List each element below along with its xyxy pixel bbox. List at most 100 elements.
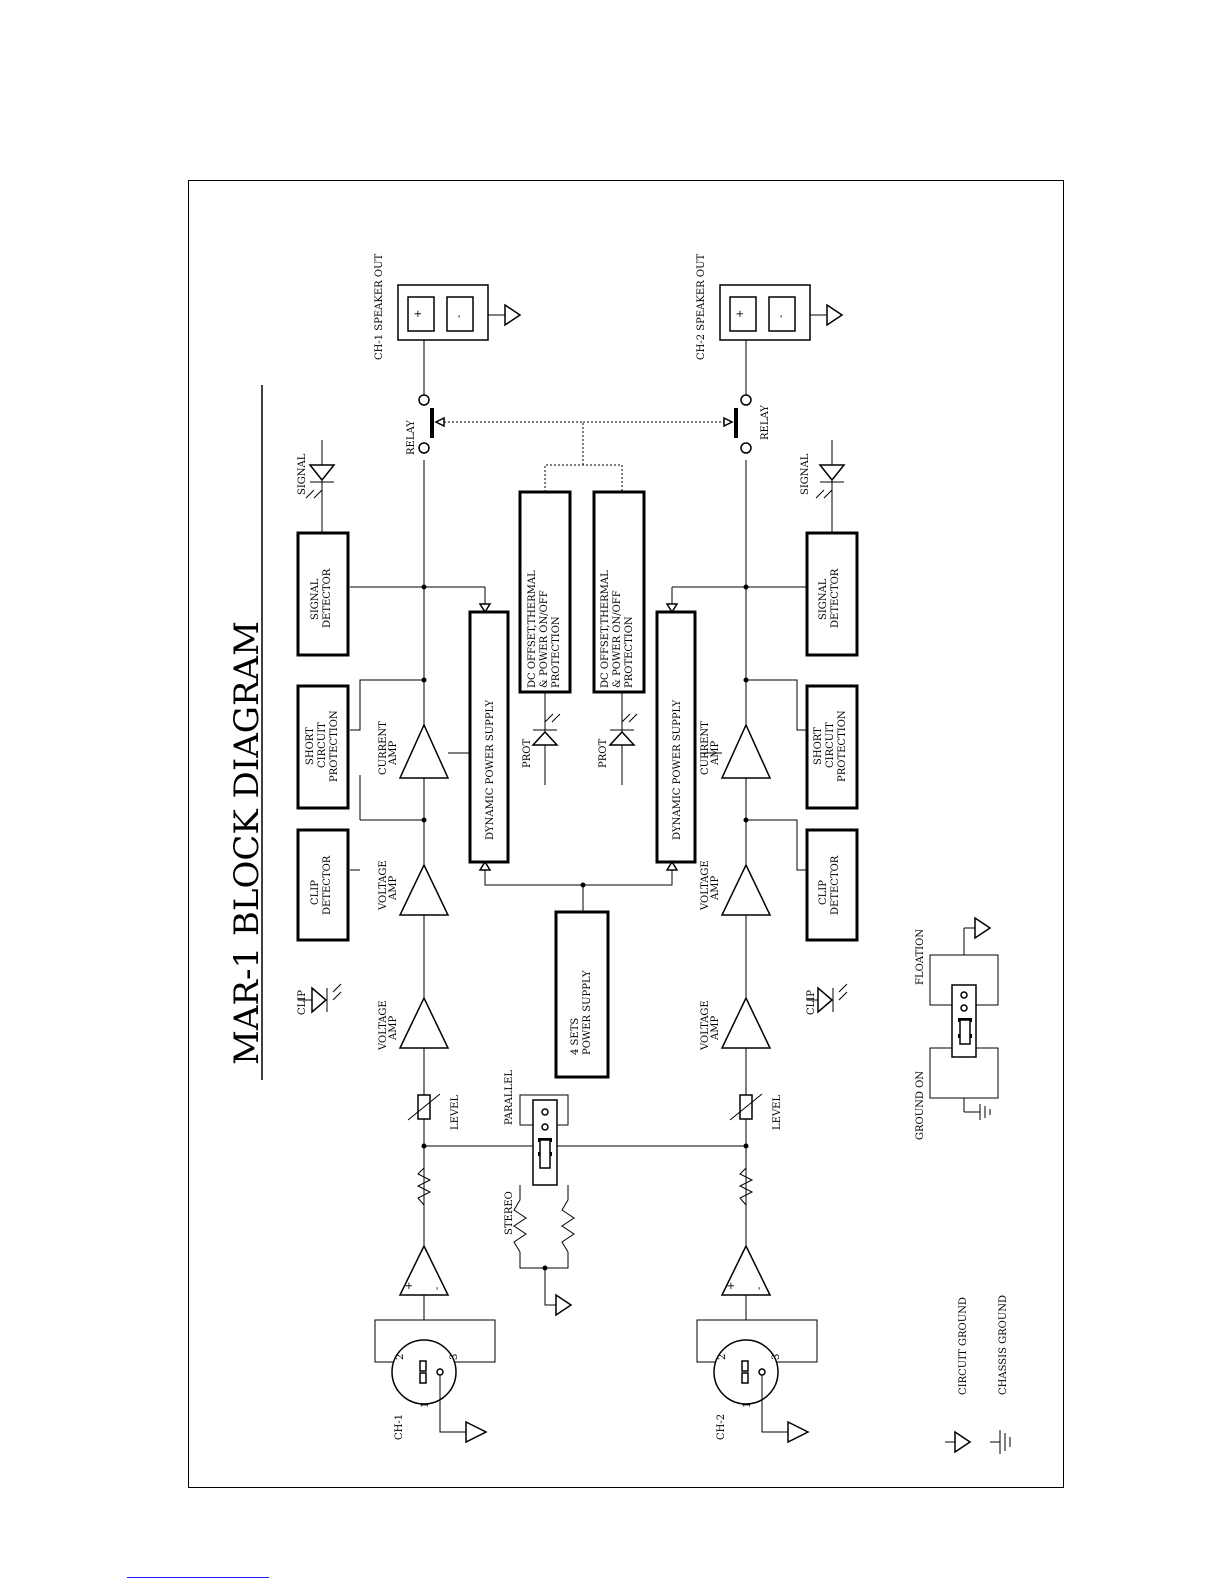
dynamic-power-supply-box bbox=[468, 610, 510, 864]
ch2-camp-line1: CURRENT bbox=[700, 721, 711, 775]
ch2-op-plus: + bbox=[726, 1282, 737, 1290]
ch2-clip-detector-line2: DETECTOR bbox=[830, 855, 841, 915]
ch2-level-label: LEVEL bbox=[772, 1095, 783, 1130]
channel-1 bbox=[296, 284, 583, 1444]
input-amplifier bbox=[398, 1244, 450, 1296]
circuit-ground-icon bbox=[465, 1420, 488, 1444]
ch2-pin1: 1 bbox=[742, 1402, 753, 1408]
circuit-ground-icon bbox=[555, 1293, 573, 1317]
ch1-pin2: 2 bbox=[395, 1354, 406, 1360]
short-circuit-protection-box bbox=[296, 684, 350, 810]
voltage-amp-1 bbox=[720, 996, 772, 1049]
ch1-clip-detector-line2: DETECTOR bbox=[322, 855, 333, 915]
ch2-relay-label: RELAY bbox=[760, 405, 771, 440]
ch2-camp-line2: AMP bbox=[710, 741, 721, 766]
relay-contact bbox=[418, 394, 430, 406]
clip-detector-box bbox=[805, 828, 859, 942]
ch1-protection-line1: DC OFFSET,THERMAL bbox=[527, 570, 538, 688]
ch1-signal-led-label: SIGNAL bbox=[297, 453, 308, 495]
legend-chassis-ground: CHASSIS GROUND bbox=[998, 1295, 1009, 1395]
ch1-vamp2-line2: AMP bbox=[388, 876, 399, 901]
signal-detector-box bbox=[805, 531, 859, 657]
ch1-pin3: 3 bbox=[449, 1354, 460, 1360]
ch2-clip-detector-line1: CLIP bbox=[818, 880, 829, 905]
protection-box bbox=[592, 490, 646, 694]
circuit-ground-icon bbox=[787, 1420, 810, 1444]
relay-coil bbox=[734, 408, 738, 438]
ch2-vamp1-line2: AMP bbox=[710, 1016, 721, 1041]
voltage-amp-2 bbox=[398, 863, 450, 916]
parallel-label: PARALLEL bbox=[504, 1070, 515, 1125]
ch1-short-line3: PROTECTION bbox=[329, 710, 340, 782]
ch2-dps-label: DYNAMIC POWER SUPPLY bbox=[672, 699, 683, 840]
ch2-signal-detector-line2: DETECTOR bbox=[830, 568, 841, 628]
circuit-ground-icon bbox=[504, 303, 522, 327]
ch2-prot-label: PROT bbox=[598, 739, 609, 768]
clip-led-icon bbox=[817, 986, 834, 1014]
title-group: MAR-1 BLOCK DIAGRAM bbox=[227, 385, 267, 1080]
ch2-short-line2: CIRCUIT bbox=[825, 722, 836, 768]
circuit-ground-legend-icon bbox=[954, 1430, 972, 1454]
diagram-title: MAR-1 BLOCK DIAGRAM bbox=[227, 621, 267, 1065]
stereo-label: STEREO bbox=[504, 1191, 515, 1235]
ch2-signal-led-label: SIGNAL bbox=[800, 453, 811, 495]
ch2-protection-line3: PROTECTION bbox=[624, 616, 635, 688]
ch1-camp-line2: AMP bbox=[388, 741, 399, 766]
ch1-pin1: 1 bbox=[420, 1402, 431, 1408]
floation-label: FLOATION bbox=[915, 929, 926, 985]
ground-on-label: GROUND ON bbox=[915, 1071, 926, 1140]
channel-2 bbox=[583, 284, 859, 1444]
input-amplifier bbox=[720, 1244, 772, 1296]
circuit-ground-icon bbox=[826, 303, 844, 327]
ch1-relay-label: RELAY bbox=[406, 420, 417, 455]
ch1-protection-line3: PROTECTION bbox=[551, 616, 562, 688]
voltage-amp-2 bbox=[720, 863, 772, 916]
ch1-short-line2: CIRCUIT bbox=[317, 722, 328, 768]
ch2-clip-led-label: CLIP bbox=[806, 990, 817, 1015]
clip-detector-box bbox=[296, 828, 350, 942]
relay-contact bbox=[740, 442, 752, 454]
signal-detector-box bbox=[296, 531, 350, 657]
ch2-signal-detector-line1: SIGNAL bbox=[818, 578, 829, 620]
signal-led-icon bbox=[308, 464, 336, 482]
relay-contact bbox=[418, 442, 430, 454]
ch2-pin2: 2 bbox=[717, 1354, 728, 1360]
ch2-vamp2-line1: VOLTAGE bbox=[700, 860, 711, 911]
ch1-speaker-out-label: CH-1 SPEAKER OUT bbox=[374, 254, 385, 360]
signal-led-icon bbox=[818, 464, 846, 482]
ch2-short-line1: SHORT bbox=[813, 727, 824, 765]
relay-contact bbox=[740, 394, 752, 406]
ch1-clip-detector-line1: CLIP bbox=[310, 880, 321, 905]
ch1-speaker-plus: + bbox=[413, 310, 424, 318]
relay-coil bbox=[430, 408, 434, 438]
power-supply-line2: POWER SUPPLY bbox=[582, 970, 593, 1055]
shared-section bbox=[424, 416, 1011, 1454]
ch2-protection-line1: DC OFFSET,THERMAL bbox=[600, 570, 611, 688]
ch1-signal-detector-line2: DETECTOR bbox=[322, 568, 333, 628]
footer-link-line bbox=[127, 1577, 269, 1578]
ch2-speaker-plus: + bbox=[735, 310, 746, 318]
ch2-speaker-out-label: CH-2 SPEAKER OUT bbox=[696, 254, 707, 360]
ch2-pin3: 3 bbox=[771, 1354, 782, 1360]
ch1-op-plus: + bbox=[404, 1282, 415, 1290]
xlr-input-connector bbox=[391, 1339, 457, 1405]
voltage-amp-1 bbox=[398, 996, 450, 1049]
short-circuit-protection-box bbox=[805, 684, 859, 810]
ch1-prot-label: PROT bbox=[522, 739, 533, 768]
ch2-vamp2-line2: AMP bbox=[710, 876, 721, 901]
ch1-clip-led-label: CLIP bbox=[297, 990, 308, 1015]
dynamic-power-supply-box bbox=[655, 610, 697, 864]
circuit-ground-icon bbox=[974, 916, 992, 940]
ch2-input-label: CH-2 bbox=[716, 1414, 727, 1440]
xlr-input-connector bbox=[713, 1339, 779, 1405]
ch1-dps-label: DYNAMIC POWER SUPPLY bbox=[485, 699, 496, 840]
ch1-vamp2-line1: VOLTAGE bbox=[378, 860, 389, 911]
ch1-short-line1: SHORT bbox=[305, 727, 316, 765]
ch1-camp-line1: CURRENT bbox=[378, 721, 389, 775]
ch1-op-minus: - bbox=[432, 1287, 443, 1290]
ch2-protection-line2: & POWER ON/OFF bbox=[612, 590, 623, 688]
ch1-vamp1-line2: AMP bbox=[388, 1016, 399, 1041]
legend-circuit-ground: CIRCUIT GROUND bbox=[958, 1297, 969, 1395]
ch1-speaker-minus: - bbox=[454, 315, 465, 318]
